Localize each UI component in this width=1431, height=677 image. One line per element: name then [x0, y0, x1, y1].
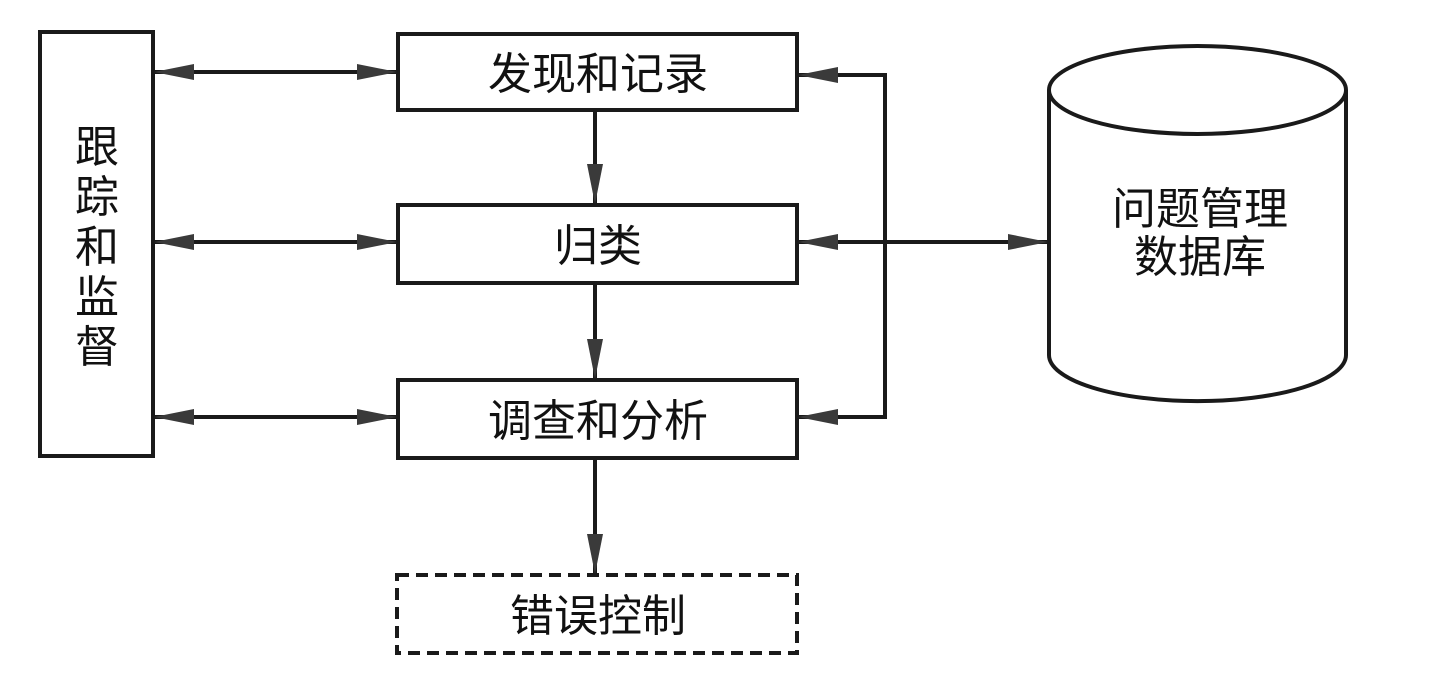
- error-control-box: [395, 573, 799, 655]
- tracking-supervision-box: [38, 30, 155, 458]
- edge-bus-investigate: [798, 242, 887, 425]
- problem-database-node: 问题管理 数据库: [1047, 44, 1348, 404]
- database-label-line-2: 数据库: [1134, 232, 1266, 283]
- tracking-char-2: 踪: [75, 172, 119, 223]
- investigate-analyze-label: 调查和分析: [488, 396, 708, 447]
- error-control-label: 错误控制: [510, 591, 686, 642]
- tracking-char-3: 和: [75, 222, 119, 273]
- tracking-char-1: 跟: [75, 122, 119, 173]
- investigate-analyze-box: [396, 378, 799, 460]
- classify-label: 归类: [554, 221, 642, 272]
- discover-record-label: 发现和记录: [488, 49, 708, 100]
- tracking-char-4: 监: [75, 272, 119, 323]
- classify-box: [396, 203, 799, 285]
- database-cylinder-top: [1047, 44, 1348, 136]
- error-control-node: 错误控制: [395, 573, 799, 655]
- classify-node: 归类: [396, 203, 799, 285]
- tracking-supervision-node: 跟 踪 和 监 督: [38, 30, 155, 458]
- edge-bus-discover: [798, 67, 887, 242]
- discover-record-node: 发现和记录: [396, 32, 799, 112]
- database-cylinder-body: [1047, 90, 1348, 404]
- investigate-analyze-node: 调查和分析: [396, 378, 799, 460]
- database-label-line-1: 问题管理: [1112, 184, 1288, 235]
- discover-record-box: [396, 32, 799, 112]
- tracking-char-5: 督: [75, 322, 119, 373]
